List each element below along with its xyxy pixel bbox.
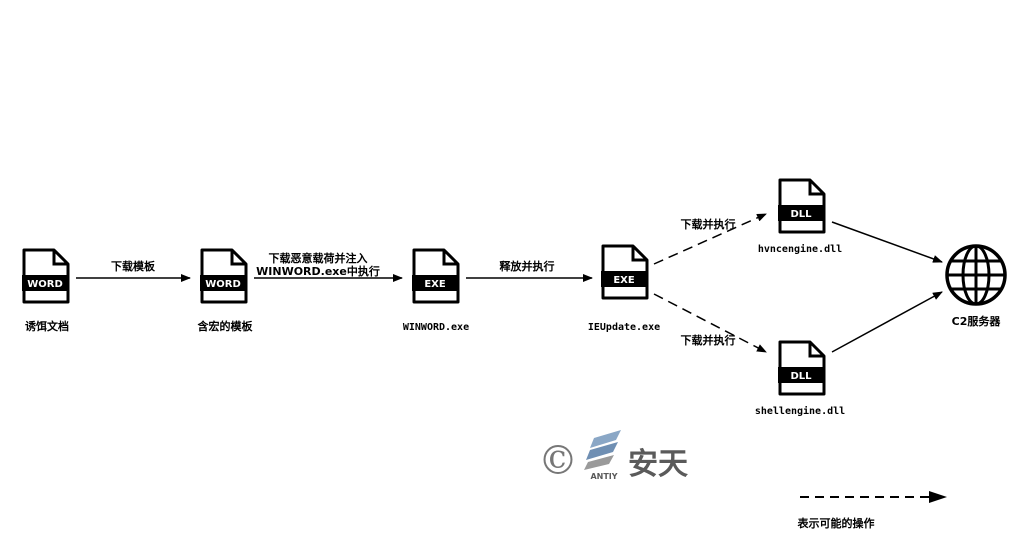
file-badge: DLL bbox=[790, 209, 812, 220]
node-label-c2: C2服务器 bbox=[952, 314, 1002, 328]
node-label-hvncengine: hvncengine.dll bbox=[758, 243, 842, 255]
edge-label-download-template: 下载模板 bbox=[111, 259, 156, 273]
word-file-icon: WORD bbox=[22, 248, 70, 304]
edge-label-download-payload-line2: WINWORD.exe中执行 bbox=[256, 264, 380, 278]
edge-label-download-execute-top: 下载并执行 bbox=[681, 217, 736, 231]
edge-download-execute-bottom bbox=[653, 293, 767, 353]
legend-label: 表示可能的操作 bbox=[797, 516, 875, 530]
file-badge: EXE bbox=[424, 279, 446, 290]
antiy-watermark: © ANTIY 安天 bbox=[538, 430, 688, 484]
dll-file-icon: DLL bbox=[778, 340, 826, 396]
exe-file-icon: EXE bbox=[412, 248, 460, 304]
exe-file-icon: EXE bbox=[601, 244, 649, 300]
file-badge: EXE bbox=[613, 275, 635, 286]
antiy-logo-icon bbox=[584, 430, 621, 470]
node-label-bait-doc: 诱饵文档 bbox=[25, 319, 69, 333]
edge-shell-to-c2 bbox=[831, 291, 943, 353]
node-label-shellengine: shellengine.dll bbox=[755, 405, 845, 417]
globe-icon bbox=[945, 244, 1007, 306]
brand-cn: 安天 bbox=[628, 447, 688, 482]
node-label-macro-template: 含宏的模板 bbox=[197, 319, 254, 333]
copyright-symbol: © bbox=[538, 438, 578, 484]
file-badge: DLL bbox=[790, 371, 812, 382]
edge-label-download-execute-bottom: 下载并执行 bbox=[681, 333, 736, 347]
edge-download-execute-top bbox=[653, 213, 767, 265]
node-label-ieupdate: IEUpdate.exe bbox=[588, 322, 660, 333]
edge-hvnc-to-c2 bbox=[831, 221, 943, 263]
dll-file-icon: DLL bbox=[778, 178, 826, 234]
brand-en: ANTIY bbox=[590, 472, 617, 481]
node-label-winword: WINWORD.exe bbox=[403, 322, 469, 333]
edge-label-release-execute: 释放并执行 bbox=[500, 259, 555, 273]
file-badge: WORD bbox=[27, 279, 63, 290]
word-file-icon: WORD bbox=[200, 248, 248, 304]
file-badge: WORD bbox=[205, 279, 241, 290]
edge-label-download-payload-line1: 下载恶意载荷并注入 bbox=[269, 251, 368, 265]
